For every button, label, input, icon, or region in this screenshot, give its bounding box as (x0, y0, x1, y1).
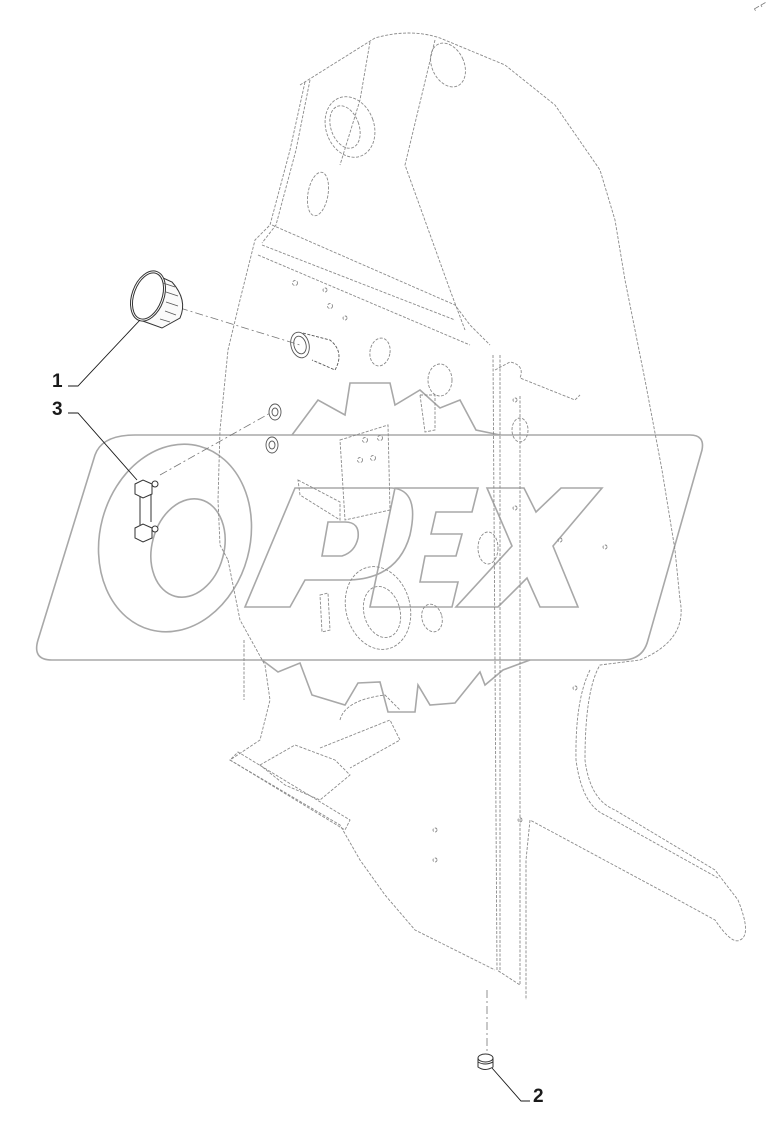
leader-lines (68, 319, 530, 1102)
part-1-cap (130, 270, 184, 329)
opex-watermark (35, 382, 704, 713)
frame-right-lower (525, 599, 746, 1000)
frame-center-plate (492, 354, 521, 986)
lower-block (319, 592, 331, 633)
lower-boss (344, 566, 412, 650)
watermark-letter-x (454, 487, 604, 608)
assembly-centerlines (159, 307, 488, 1058)
callout-2-label: 2 (533, 1086, 544, 1107)
part-2-bumper (477, 1053, 494, 1070)
callout-1-label: 1 (52, 371, 63, 392)
part-3-spacer-link (134, 479, 159, 543)
watermark-gear-top (291, 382, 501, 436)
watermark-letter-p (243, 487, 414, 608)
pivot-hole-rear (430, 42, 466, 88)
watermark-letter-e (369, 487, 480, 608)
frame-top-head (299, 32, 681, 601)
leader-1 (68, 319, 141, 387)
frame-panel (217, 32, 746, 1000)
centerline-part-3 (159, 411, 273, 476)
mid-bracket (339, 424, 391, 521)
frame-flange (271, 224, 491, 346)
centerline-part-1 (179, 307, 301, 346)
watermark-gear-bottom (261, 659, 531, 713)
upper-slot (306, 171, 330, 217)
leader-2 (491, 1067, 530, 1102)
lower-bracket (229, 751, 351, 831)
pivot-hole-upper (324, 96, 376, 158)
callout-3-label: 3 (52, 399, 63, 420)
plug-socket (265, 331, 340, 454)
frame-lower-left (227, 559, 496, 971)
watermark-letter-o (97, 443, 253, 633)
watermark-plate (35, 434, 704, 661)
leader-3 (68, 412, 138, 481)
